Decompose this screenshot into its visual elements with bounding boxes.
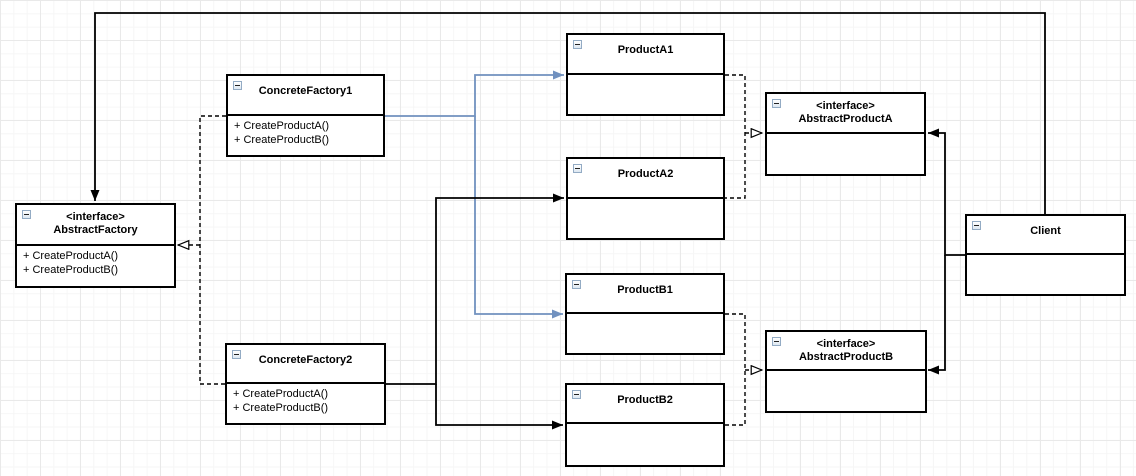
class-product-b1[interactable]: ProductB1	[565, 273, 725, 355]
collapse-minus-icon[interactable]	[972, 221, 981, 230]
class-title-compartment: ProductA1	[568, 35, 723, 75]
class-concrete-factory1[interactable]: ConcreteFactory1 + CreateProductA() + Cr…	[226, 74, 385, 157]
connector-client-to-abstractproductb[interactable]	[928, 255, 946, 375]
class-title-compartment: ProductB1	[567, 275, 723, 314]
class-name: Client	[1030, 225, 1061, 237]
class-title-compartment: ConcreteFactory1	[228, 76, 383, 116]
method-label: + CreateProductB()	[23, 264, 119, 276]
class-name: ProductA2	[617, 168, 674, 180]
connector-producta-realization-trunk[interactable]	[725, 74, 746, 199]
class-product-a1[interactable]: ProductA1	[566, 33, 725, 116]
method-label: + CreateProductB()	[234, 134, 330, 146]
collapse-minus-icon[interactable]	[573, 40, 582, 49]
class-concrete-factory2[interactable]: ConcreteFactory2 + CreateProductA() + Cr…	[225, 343, 386, 425]
class-members-compartment	[967, 255, 1124, 294]
class-title-compartment: <interface> AbstractProductB	[767, 332, 925, 371]
class-name: ProductA1	[617, 44, 674, 56]
connector-productb-realization-trunk[interactable]	[725, 313, 746, 426]
method-label: + CreateProductA()	[233, 388, 329, 400]
class-members-compartment	[568, 199, 723, 238]
class-abstract-product-b[interactable]: <interface> AbstractProductB	[765, 330, 927, 413]
connector-concretefactory1-to-productb1[interactable]	[474, 116, 563, 319]
class-product-a2[interactable]: ProductA2	[566, 157, 725, 240]
class-members-compartment: + CreateProductA() + CreateProductB()	[227, 384, 384, 423]
class-abstract-factory[interactable]: <interface> AbstractFactory + CreateProd…	[15, 203, 176, 288]
class-title-compartment: ProductA2	[568, 159, 723, 199]
connector-client-to-abstractfactory[interactable]	[90, 12, 1046, 214]
collapse-minus-icon[interactable]	[22, 210, 31, 219]
class-name: AbstractProductB	[798, 351, 894, 363]
class-product-b2[interactable]: ProductB2	[565, 383, 725, 467]
class-stereotype: <interface>	[66, 211, 125, 223]
class-name: ConcreteFactory1	[258, 85, 353, 97]
collapse-minus-icon[interactable]	[573, 164, 582, 173]
class-members-compartment	[767, 134, 924, 174]
connector-concretefactory2-to-producta2[interactable]	[386, 193, 564, 385]
collapse-minus-icon[interactable]	[572, 280, 581, 289]
class-members-compartment	[568, 75, 723, 114]
class-name: ProductB2	[617, 394, 673, 406]
class-name: AbstractProductA	[798, 113, 893, 125]
class-members-compartment	[567, 424, 723, 465]
collapse-minus-icon[interactable]	[232, 350, 241, 359]
class-stereotype: <interface>	[816, 100, 875, 112]
class-members-compartment: + CreateProductA() + CreateProductB()	[17, 246, 174, 286]
connector-concretefactory1-to-producta1[interactable]	[385, 70, 564, 117]
class-title-compartment: Client	[967, 216, 1124, 255]
method-label: + CreateProductB()	[233, 402, 329, 414]
method-label: + CreateProductA()	[234, 120, 330, 132]
class-abstract-product-a[interactable]: <interface> AbstractProductA	[765, 92, 926, 176]
collapse-minus-icon[interactable]	[772, 99, 781, 108]
class-title-compartment: ConcreteFactory2	[227, 345, 384, 384]
method-label: + CreateProductA()	[23, 250, 119, 262]
connector-concretefactory2-to-productb2[interactable]	[435, 384, 563, 430]
class-stereotype: <interface>	[816, 338, 876, 350]
class-title-compartment: <interface> AbstractProductA	[767, 94, 924, 134]
collapse-minus-icon[interactable]	[572, 390, 581, 399]
connector-concretefactories-realization-trunk[interactable]	[199, 115, 226, 385]
class-title-compartment: <interface> AbstractFactory	[17, 205, 174, 246]
class-name: ProductB1	[617, 284, 673, 296]
class-members-compartment: + CreateProductA() + CreateProductB()	[228, 116, 383, 155]
class-client[interactable]: Client	[965, 214, 1126, 296]
connector-client-to-abstractproducta[interactable]	[928, 128, 965, 256]
class-members-compartment	[767, 371, 925, 411]
class-name: AbstractFactory	[53, 224, 138, 236]
class-name: ConcreteFactory2	[258, 354, 353, 366]
class-title-compartment: ProductB2	[567, 385, 723, 424]
collapse-minus-icon[interactable]	[772, 337, 781, 346]
collapse-minus-icon[interactable]	[233, 81, 242, 90]
class-members-compartment	[567, 314, 723, 353]
